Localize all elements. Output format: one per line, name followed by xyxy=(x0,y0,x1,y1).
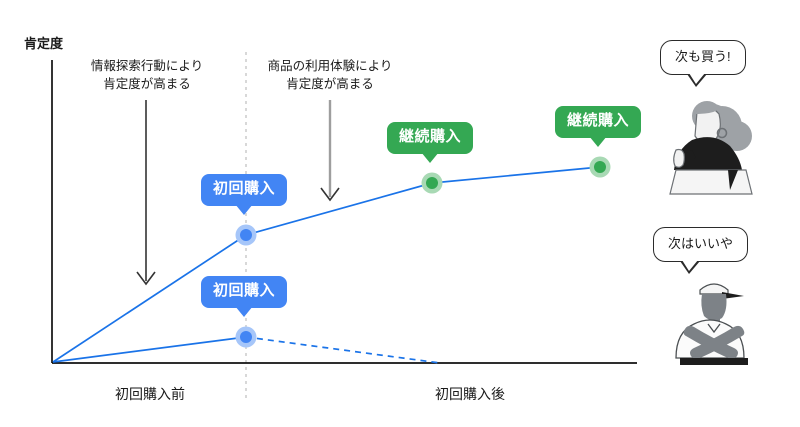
annotation-search-line2: 肯定度が高まる xyxy=(103,77,191,92)
badge-first-purchase-lower[interactable]: 初回購入 xyxy=(201,276,288,317)
badge-tail xyxy=(589,135,607,147)
speech-bubble-unsatisfied: 次はいいや xyxy=(653,227,749,275)
annotation-usage-line2: 肯定度が高まる xyxy=(286,77,374,92)
badge-tail xyxy=(421,151,439,163)
annotation-usage-experience: 商品の利用体験により 肯定度が高まる xyxy=(256,57,404,93)
loyal-customer-line xyxy=(52,166,601,363)
badge-repeat-purchase-mid[interactable]: 継続購入 xyxy=(387,122,474,163)
badge-first-purchase-upper[interactable]: 初回購入 xyxy=(201,174,288,215)
x-label-before-first-purchase: 初回購入前 xyxy=(115,386,185,402)
badge-repeat-purchase-right-label: 継続購入 xyxy=(567,112,630,129)
badge-repeat-purchase-right[interactable]: 継続購入 xyxy=(555,106,642,147)
marker-repeat-purchase-right xyxy=(589,156,611,178)
persona-unsatisfied-illustration xyxy=(675,283,748,365)
churn-customer-line-solid xyxy=(52,336,247,363)
persona-satisfied-illustration xyxy=(669,101,753,195)
badge-tail xyxy=(235,305,253,317)
badge-repeat-purchase-mid-label: 継続購入 xyxy=(399,128,462,145)
annotation-arrow-usage xyxy=(320,100,340,202)
speech-bubble-satisfied: 次も買う! xyxy=(660,40,746,88)
churn-customer-line-dashed xyxy=(245,336,441,364)
marker-repeat-purchase-mid xyxy=(421,172,443,194)
annotation-usage-line1: 商品の利用体験により xyxy=(267,59,393,73)
annotation-arrow-search xyxy=(136,100,156,286)
badge-first-purchase-lower-label: 初回購入 xyxy=(213,282,276,299)
annotation-search-line1: 情報探索行動により xyxy=(90,59,204,73)
marker-first-purchase-lower xyxy=(235,326,257,348)
bubble-tail-inner xyxy=(682,260,698,272)
annotation-search-behavior: 情報探索行動により 肯定度が高まる xyxy=(80,57,214,93)
badge-first-purchase-upper-label: 初回購入 xyxy=(213,180,276,197)
x-label-after-first-purchase: 初回購入後 xyxy=(435,386,505,402)
y-axis-label: 肯定度 xyxy=(24,36,64,51)
speech-bubble-satisfied-text: 次も買う! xyxy=(675,49,731,64)
marker-first-purchase-upper xyxy=(235,224,257,246)
bubble-tail-inner xyxy=(689,73,705,85)
badge-tail xyxy=(235,203,253,215)
speech-bubble-unsatisfied-text: 次はいいや xyxy=(668,236,734,251)
